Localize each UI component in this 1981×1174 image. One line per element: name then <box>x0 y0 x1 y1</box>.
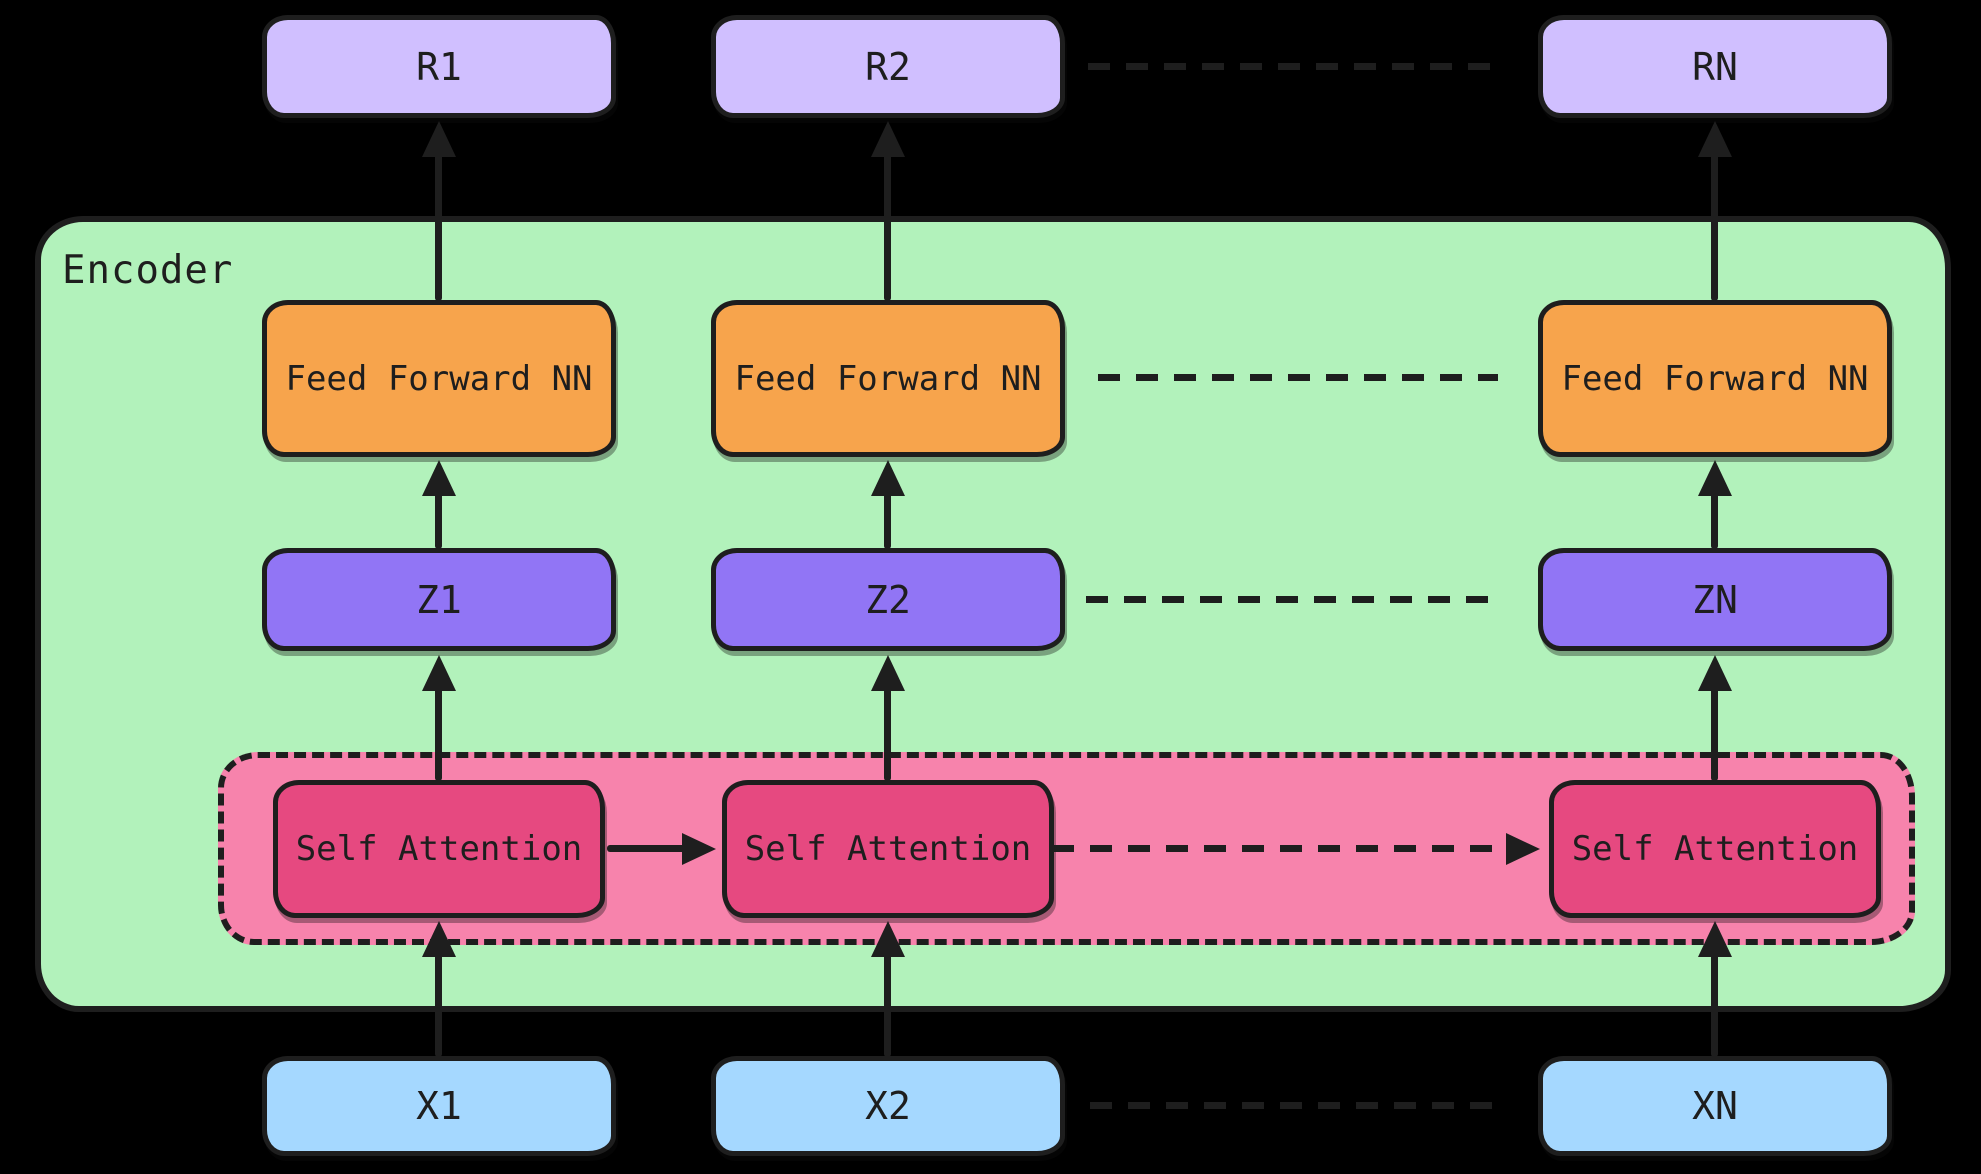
dashed-connector-z <box>1086 596 1498 603</box>
arrowhead-xn-to-san <box>1698 921 1732 957</box>
arrow-line-x2-to-sa2 <box>884 950 891 1057</box>
arrowhead-z1-to-ffn1 <box>422 460 456 496</box>
arrow-line-x1-to-sa1 <box>435 950 442 1057</box>
dashed-connector-results <box>1088 63 1502 70</box>
arrow-line-sa1-to-sa2 <box>607 845 687 852</box>
encoder-label: Encoder <box>62 248 234 293</box>
output-node-r1: R1 <box>262 15 616 118</box>
dashed-connector-inputs <box>1090 1102 1498 1109</box>
arrowhead-ffn2-to-r2 <box>871 121 905 157</box>
self-attention-node-2: Self Attention <box>722 780 1054 918</box>
output-node-r2: R2 <box>711 15 1065 118</box>
arrow-line-xn-to-san <box>1711 950 1718 1057</box>
arrow-line-zn-to-ffnn <box>1711 488 1718 549</box>
arrowhead-sa1-to-sa2 <box>682 833 716 865</box>
arrowhead-sa2-to-z2 <box>871 655 905 691</box>
arrow-line-z1-to-ffn1 <box>435 488 442 549</box>
arrow-line-ffn1-to-r1 <box>435 150 442 301</box>
arrow-line-ffn2-to-r2 <box>884 150 891 301</box>
z-node-2: Z2 <box>711 548 1065 651</box>
arrowhead-sa1-to-z1 <box>422 655 456 691</box>
self-attention-node-1: Self Attention <box>273 780 605 918</box>
arrow-line-sa1-to-z1 <box>435 685 442 781</box>
feed-forward-node-2: Feed Forward NN <box>711 300 1065 457</box>
arrowhead-x2-to-sa2 <box>871 921 905 957</box>
dashed-connector-ffn <box>1098 374 1498 381</box>
arrow-line-z2-to-ffn2 <box>884 488 891 549</box>
input-node-x1: X1 <box>262 1056 616 1156</box>
feed-forward-node-n: Feed Forward NN <box>1538 300 1892 457</box>
output-node-rn: RN <box>1538 15 1892 118</box>
arrow-line-sa2-to-z2 <box>884 685 891 781</box>
dashed-arrow-line-sa2-to-san <box>1052 845 1500 852</box>
self-attention-node-n: Self Attention <box>1549 780 1881 918</box>
arrowhead-z2-to-ffn2 <box>871 460 905 496</box>
arrowhead-sa2-to-san <box>1506 833 1540 865</box>
input-node-xn: XN <box>1538 1056 1892 1156</box>
arrow-line-san-to-zn <box>1711 685 1718 781</box>
arrowhead-x1-to-sa1 <box>422 921 456 957</box>
arrowhead-san-to-zn <box>1698 655 1732 691</box>
feed-forward-node-1: Feed Forward NN <box>262 300 616 457</box>
arrowhead-zn-to-ffnn <box>1698 460 1732 496</box>
z-node-1: Z1 <box>262 548 616 651</box>
arrowhead-ffn1-to-r1 <box>422 121 456 157</box>
arrowhead-ffnn-to-rn <box>1698 121 1732 157</box>
z-node-n: ZN <box>1538 548 1892 651</box>
arrow-line-ffnn-to-rn <box>1711 150 1718 301</box>
input-node-x2: X2 <box>711 1056 1065 1156</box>
